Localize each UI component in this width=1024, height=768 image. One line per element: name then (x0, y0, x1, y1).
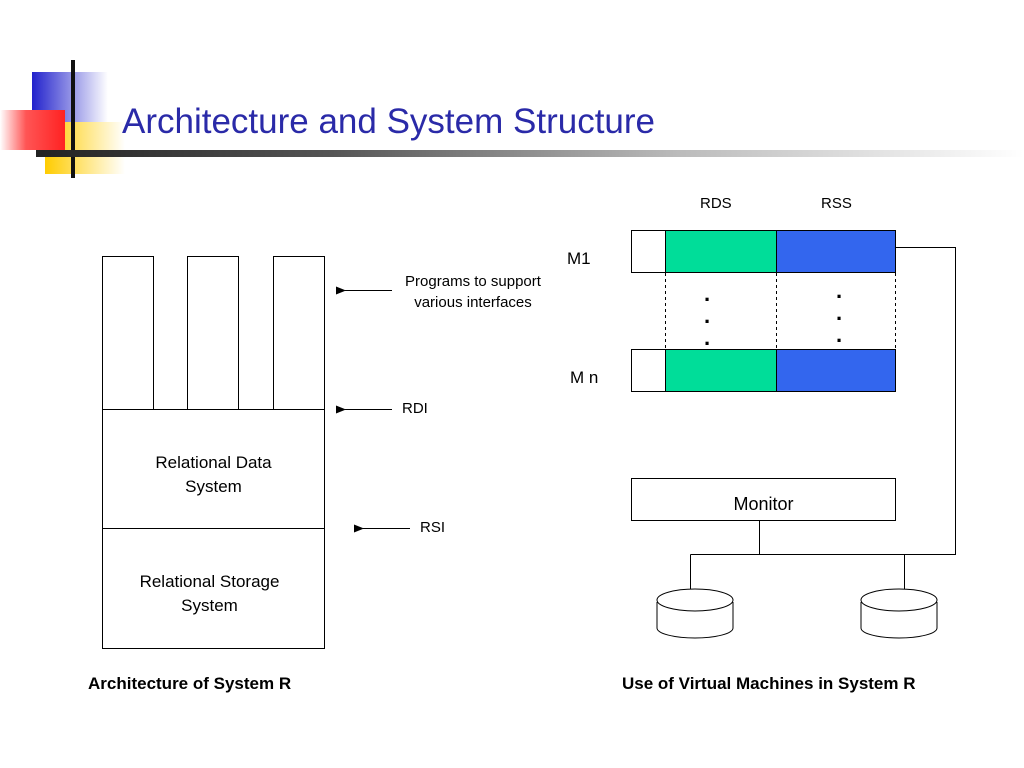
programs-label: Programs to support various interfaces (405, 273, 541, 311)
corner-decoration (0, 60, 140, 180)
m1-cell (631, 230, 666, 273)
monitor-label: Monitor (733, 494, 794, 514)
ellipsis-dots-rss: ... (836, 278, 843, 347)
disk-1 (656, 602, 734, 639)
row-m1-label: M1 (567, 249, 591, 268)
column-rds-label: RDS (700, 195, 732, 212)
monitor-box (631, 478, 896, 521)
program-box-2 (187, 256, 239, 410)
rss-box (102, 528, 325, 649)
title-underline (36, 150, 1024, 157)
m1-rds-cell (665, 230, 777, 273)
slide-title: Architecture and System Structure (122, 102, 655, 141)
right-caption: Use of Virtual Machines in System R (622, 674, 916, 693)
rsi-label: RSI (420, 519, 446, 536)
mn-cell (631, 349, 666, 392)
rds-box-label: Relational Data System (155, 453, 272, 496)
corner-logo-icon (0, 60, 125, 178)
mn-rss-cell (776, 349, 896, 392)
rdi-label: RDI (402, 400, 428, 417)
mn-rds-cell (665, 349, 777, 392)
column-rss-label: RSS (821, 195, 852, 212)
disk-2 (860, 602, 938, 639)
ellipsis-dots-rds: ... (704, 281, 711, 350)
m1-rss-cell (776, 230, 896, 273)
program-box-1 (102, 256, 154, 410)
left-caption: Architecture of System R (88, 674, 292, 693)
program-box-3 (273, 256, 325, 410)
rss-box-label: Relational Storage System (139, 572, 280, 615)
row-mn-label: M n (570, 368, 599, 387)
